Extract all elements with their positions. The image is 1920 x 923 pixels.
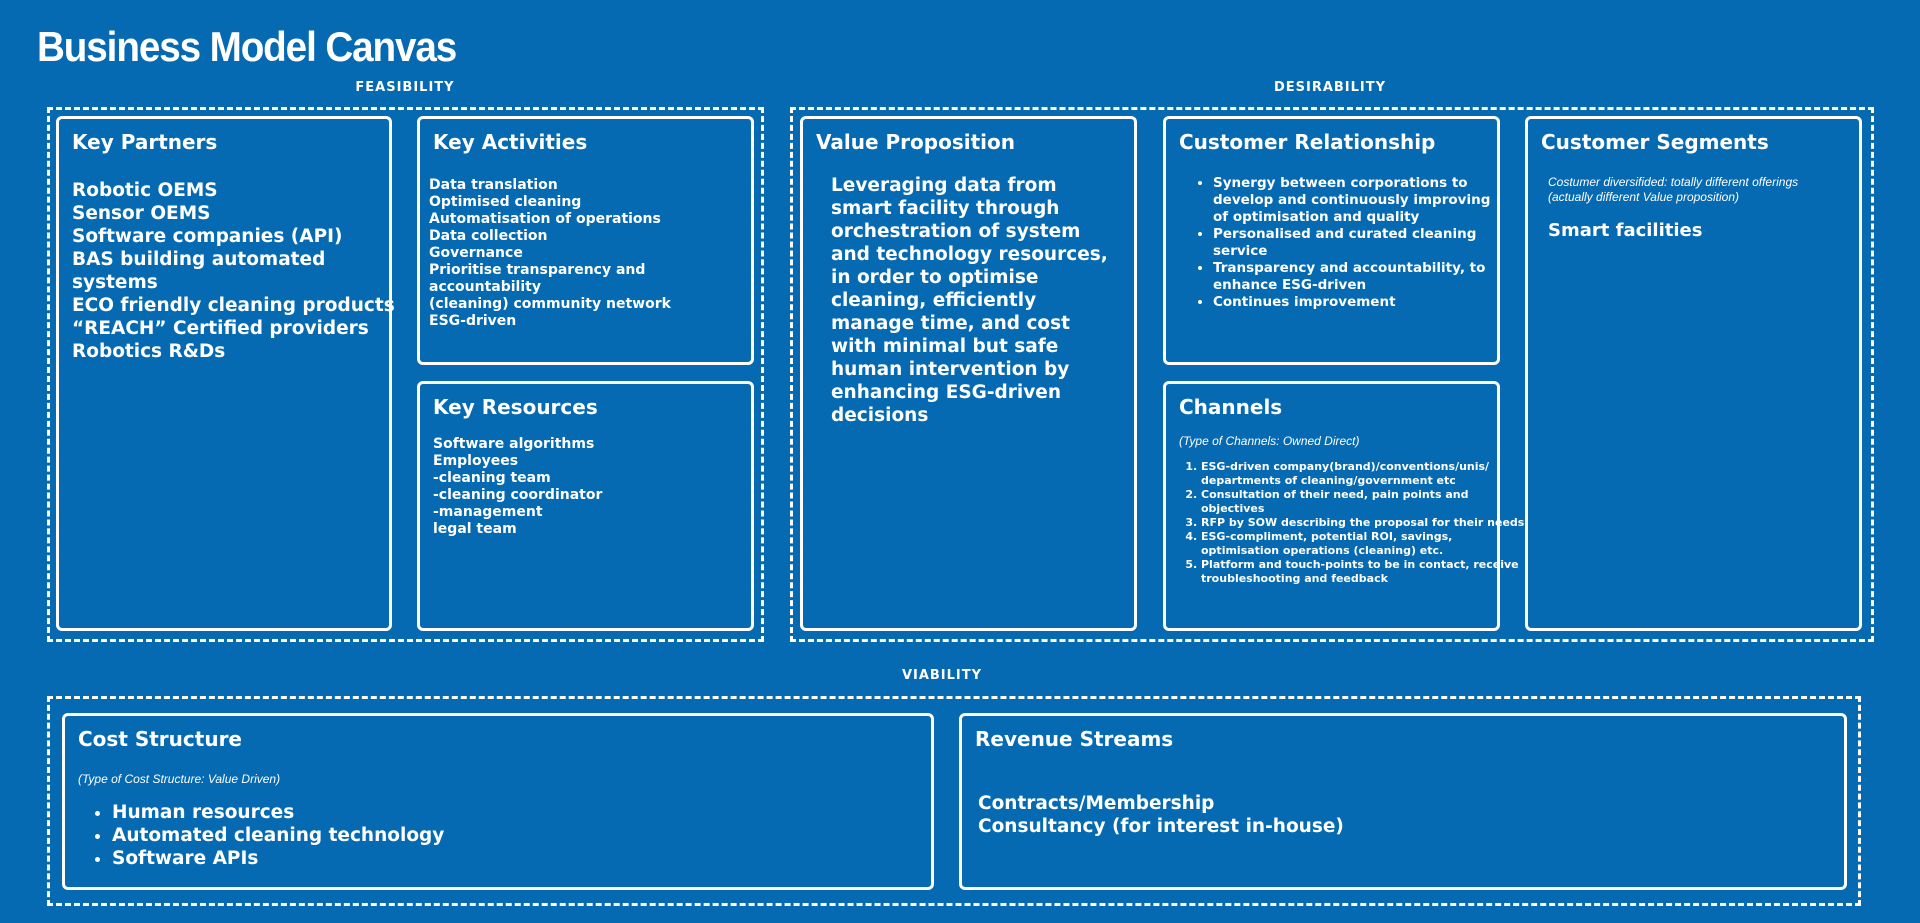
channels-note: (Type of Channels: Owned Direct) [1179, 434, 1360, 448]
customer-segments-title: Customer Segments [1541, 130, 1769, 154]
list-item: Continues improvement [1213, 294, 1490, 311]
list-item: ESG-driven [429, 313, 517, 329]
key-partners-list: Robotic OEMS Sensor OEMS Software compan… [72, 179, 395, 363]
key-partners-title: Key Partners [72, 130, 218, 154]
page-title: Business Model Canvas [37, 23, 457, 70]
list-item: systems [72, 272, 158, 293]
channels-card: Channels (Type of Channels: Owned Direct… [1163, 381, 1529, 631]
list-item: RFP by SOW describing the proposal for t… [1201, 516, 1529, 530]
value-proposition-card: Value Proposition Leveraging data from s… [800, 116, 1137, 631]
revenue-streams-card: Revenue Streams Contracts/Membership Con… [959, 713, 1847, 890]
key-partners-card: Key Partners Robotic OEMS Sensor OEMS So… [56, 116, 395, 631]
list-item: Synergy between corporations to develop … [1213, 175, 1490, 226]
list-item: Human resources [112, 801, 444, 824]
list-item: “REACH” Certified providers [72, 318, 369, 339]
channels-title: Channels [1179, 395, 1283, 419]
list-item: Software companies (API) [72, 226, 343, 247]
value-proposition-text: Leveraging data from smart facility thro… [831, 175, 1108, 426]
channels-list: ESG-driven company(brand)/conventions/un… [1187, 460, 1529, 586]
viability-group [47, 696, 1861, 906]
list-item: ECO friendly cleaning products [72, 295, 395, 316]
value-proposition-title: Value Proposition [816, 130, 1015, 154]
key-resources-card: Key Resources Software algorithms Employ… [417, 381, 754, 631]
list-item: Prioritise transparency and [429, 262, 646, 278]
list-item: BAS building automated [72, 249, 326, 270]
feasibility-group [47, 107, 764, 642]
list-item: Optimised cleaning [429, 194, 582, 210]
key-resources-title: Key Resources [433, 395, 598, 419]
list-item: Data collection [429, 228, 548, 244]
list-item: Platform and touch-points to be in conta… [1201, 558, 1529, 586]
key-resources-list: Software algorithms Employees -cleaning … [433, 436, 602, 538]
customer-segments-main: Smart facilities [1548, 220, 1703, 241]
list-item: -cleaning team [433, 470, 551, 486]
list-item: Sensor OEMS [72, 203, 211, 224]
cost-structure-list: Human resources Automated cleaning techn… [95, 801, 444, 870]
list-item: Personalised and curated cleaning servic… [1213, 226, 1490, 260]
list-item: (cleaning) community network [429, 296, 671, 312]
key-activities-list: Data translation Optimised cleaning Auto… [429, 177, 671, 330]
list-item: Software APIs [112, 847, 444, 870]
list-item: Robotic OEMS [72, 180, 218, 201]
list-item: Data translation [429, 177, 558, 193]
revenue-streams-title: Revenue Streams [975, 727, 1174, 751]
desirability-group [790, 107, 1874, 642]
section-label-viability: VIABILITY [901, 668, 983, 683]
list-item: Consultancy (for interest in-house) [978, 816, 1344, 837]
revenue-streams-list: Contracts/Membership Consultancy (for in… [978, 792, 1344, 838]
list-item: Governance [429, 245, 523, 261]
cost-structure-card: Cost Structure (Type of Cost Structure: … [62, 713, 934, 890]
list-item: accountability [429, 279, 541, 295]
customer-segments-card: Customer Segments Costumer diversifided:… [1525, 116, 1862, 631]
list-item: legal team [433, 521, 517, 537]
list-item: Contracts/Membership [978, 793, 1215, 814]
list-item: Consultation of their need, pain points … [1201, 488, 1529, 516]
list-item: Software algorithms [433, 436, 595, 452]
section-label-feasibility: FEASIBILITY [355, 80, 455, 95]
list-item: -cleaning coordinator [433, 487, 603, 503]
customer-relationship-card: Customer Relationship Synergy between co… [1163, 116, 1500, 365]
list-item: ESG-driven company(brand)/conventions/un… [1201, 460, 1529, 488]
key-activities-title: Key Activities [433, 130, 588, 154]
customer-relationship-list: Synergy between corporations to develop … [1196, 175, 1490, 311]
customer-segments-note: Costumer diversifided: totally different… [1548, 175, 1799, 204]
list-item: Transparency and accountability, to enha… [1213, 260, 1490, 294]
customer-relationship-title: Customer Relationship [1179, 130, 1436, 154]
section-label-desirability: DESIRABILITY [1273, 80, 1387, 95]
list-item: Robotics R&Ds [72, 341, 226, 362]
cost-structure-note: (Type of Cost Structure: Value Driven) [78, 772, 281, 786]
key-activities-card: Key Activities Data translation Optimise… [417, 116, 754, 365]
list-item: Automatisation of operations [429, 211, 661, 227]
list-item: ESG-compliment, potential ROI, savings, … [1201, 530, 1529, 558]
cost-structure-title: Cost Structure [78, 727, 242, 751]
list-item: -management [433, 504, 543, 520]
list-item: Employees [433, 453, 519, 469]
list-item: Automated cleaning technology [112, 824, 444, 847]
